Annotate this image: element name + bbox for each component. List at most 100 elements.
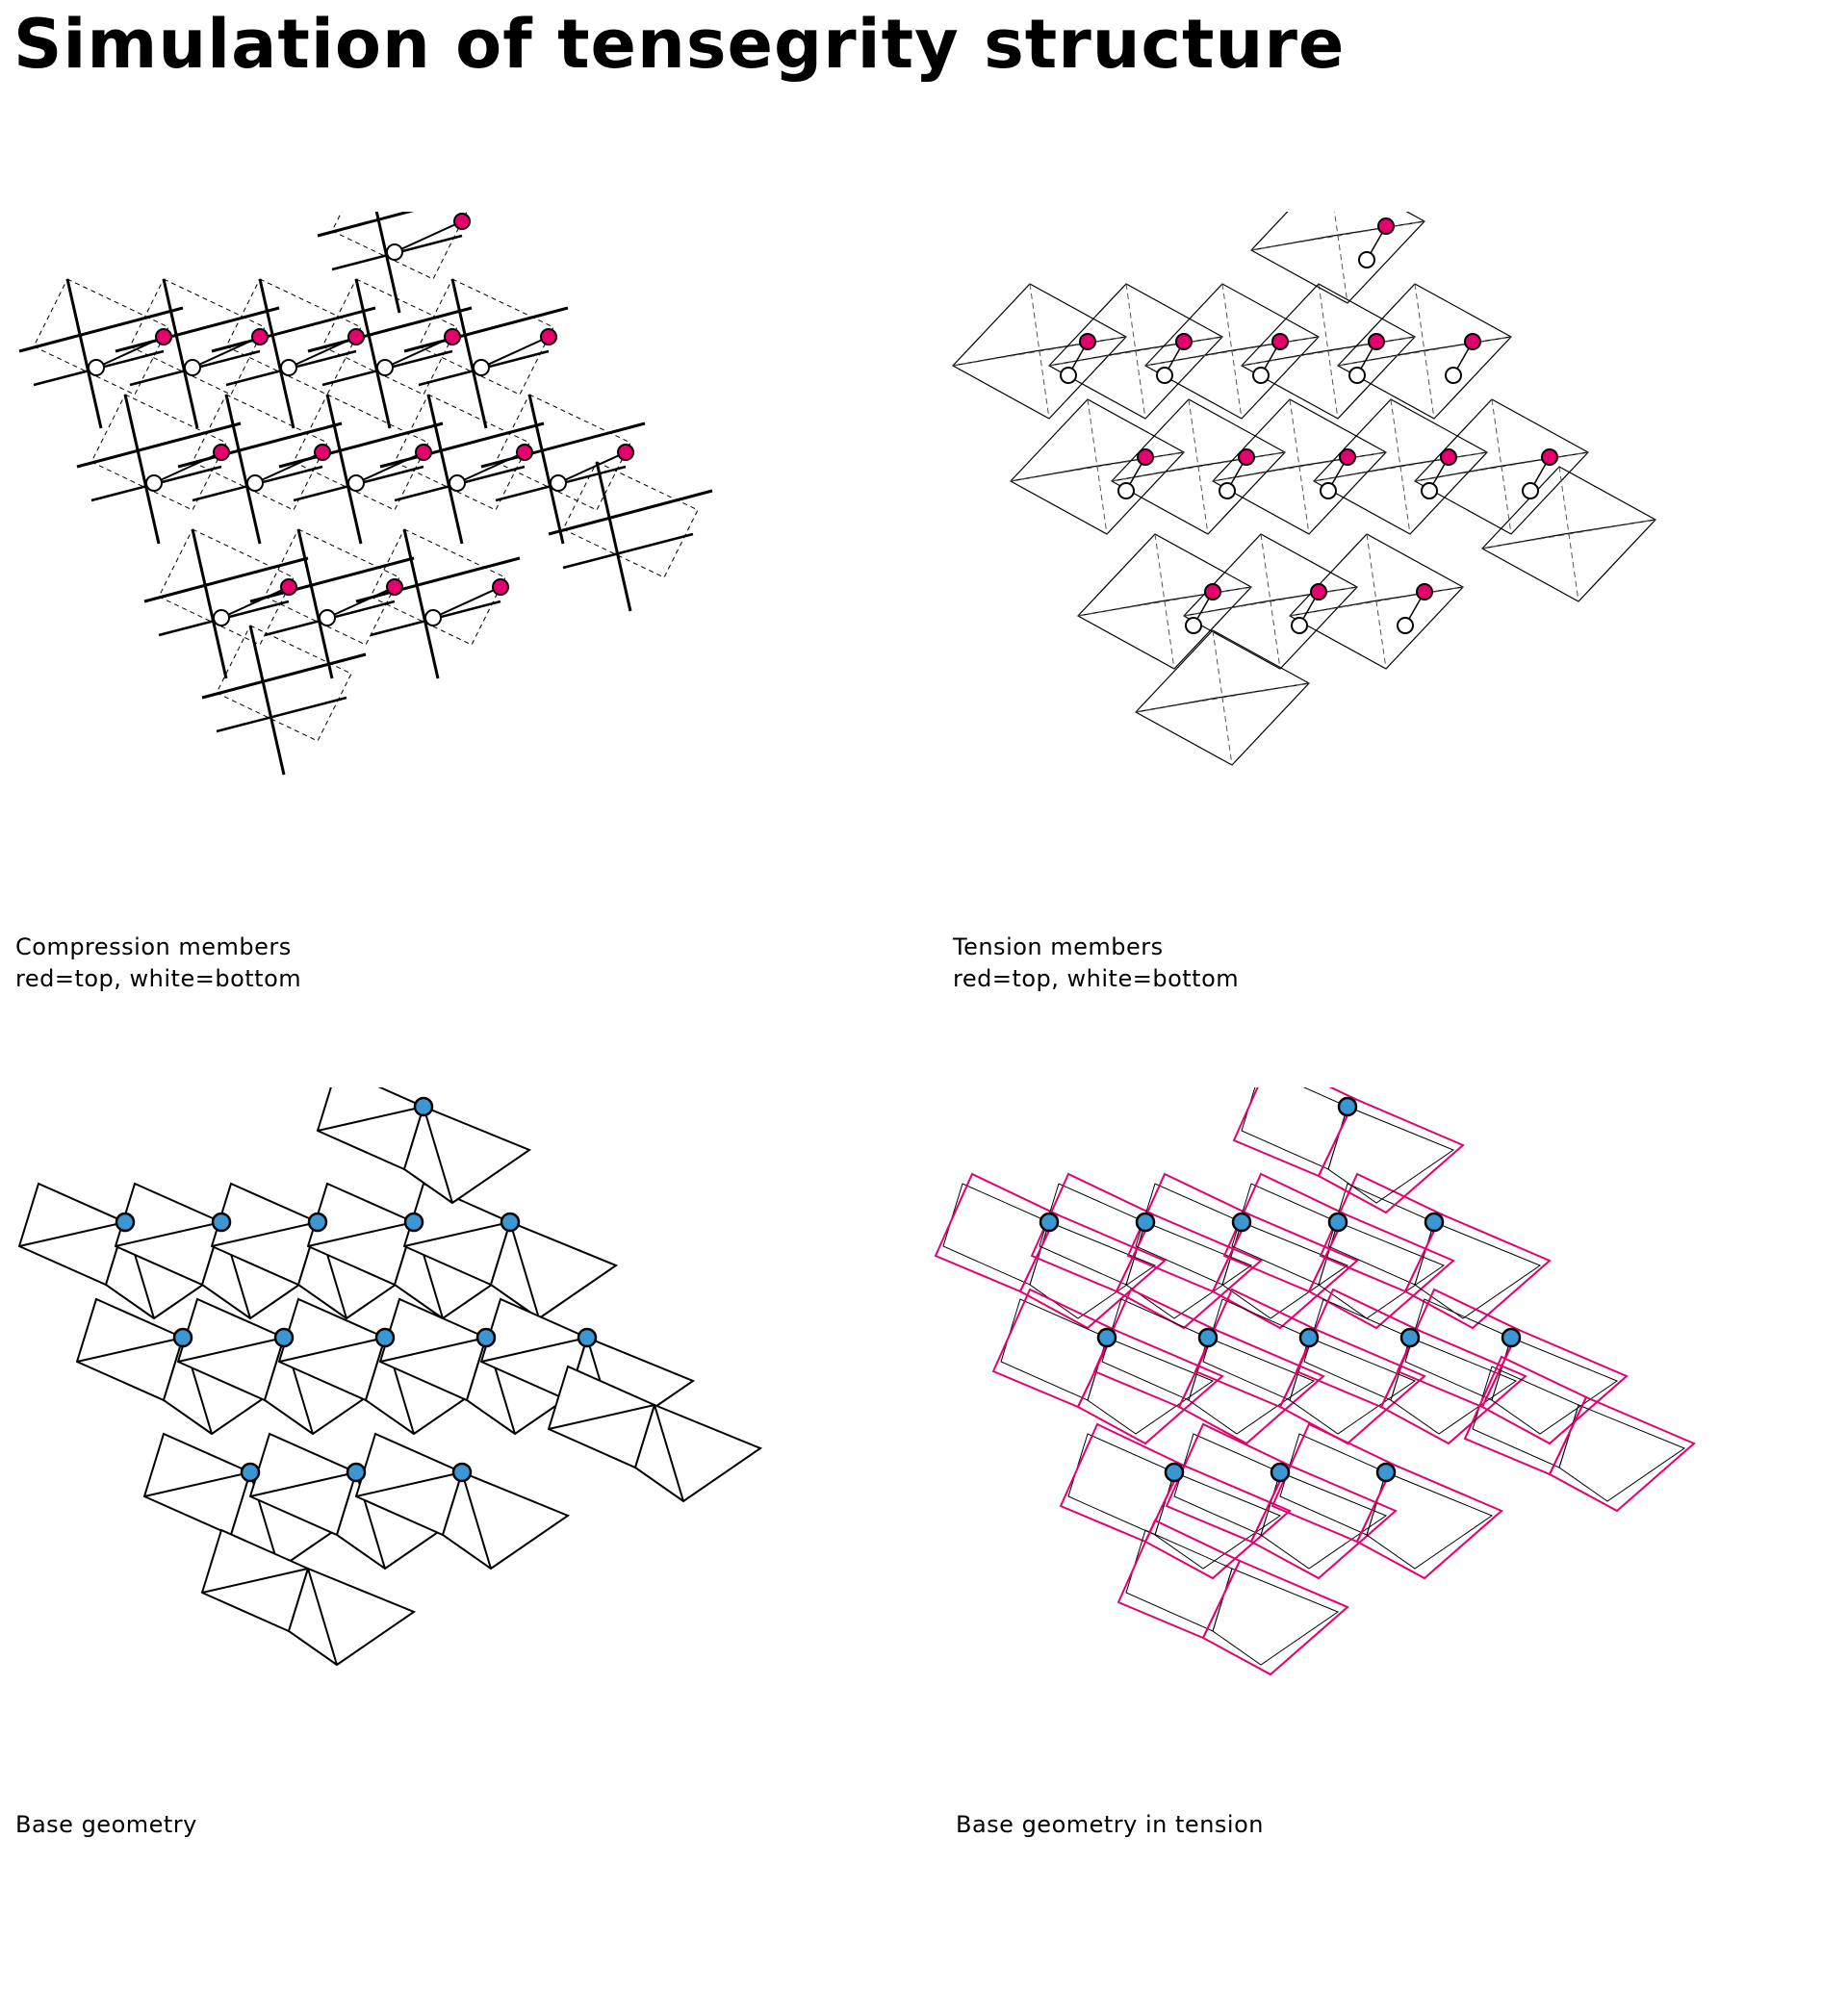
base-plate xyxy=(942,1183,1050,1286)
compression-strut xyxy=(595,461,632,612)
compression-strut xyxy=(224,394,262,545)
tension-cable xyxy=(370,528,506,646)
fold-edge xyxy=(143,1471,251,1497)
joint-node xyxy=(1337,1096,1358,1117)
compression-members-diagram xyxy=(18,212,713,776)
base-plate xyxy=(1231,1183,1339,1286)
bottom-node xyxy=(1117,482,1135,499)
bottom-node xyxy=(1185,617,1202,634)
hidden-edge xyxy=(1077,586,1252,617)
hidden-edge xyxy=(1414,451,1589,482)
strut-link xyxy=(394,220,463,253)
base-plate xyxy=(1125,1529,1233,1632)
tensioned-outline xyxy=(1270,1422,1396,1544)
joint-node xyxy=(413,1096,434,1117)
joint-node xyxy=(475,1327,497,1348)
strut-link xyxy=(456,451,526,484)
tensioned-outline xyxy=(1126,1172,1251,1293)
base-geometry-caption: Base geometry xyxy=(15,1809,197,1841)
base-plate xyxy=(1067,1433,1175,1536)
compression-strut xyxy=(211,306,376,353)
tension-cable xyxy=(158,528,295,646)
top-node xyxy=(444,328,461,345)
joint-node xyxy=(1327,1212,1348,1233)
tensioned-outline xyxy=(1232,1087,1357,1178)
page-title: Simulation of tensegrity structure xyxy=(13,5,1346,84)
bottom-node xyxy=(1320,482,1337,499)
top-node xyxy=(1079,333,1096,350)
hidden-edge xyxy=(1337,336,1512,367)
joint-node xyxy=(1164,1462,1185,1483)
base-plate xyxy=(1221,1221,1349,1319)
bottom-node xyxy=(319,609,336,626)
tensioned-outline xyxy=(991,1288,1116,1409)
base-plate xyxy=(1318,1221,1446,1319)
joint-node xyxy=(1399,1327,1421,1348)
compression-strut xyxy=(76,421,242,469)
bottom-node xyxy=(1445,367,1462,384)
joint-node xyxy=(1501,1327,1522,1348)
joint-node xyxy=(1096,1327,1117,1348)
caption-title: Compression members xyxy=(15,933,292,960)
strut-link xyxy=(192,336,261,369)
top-node xyxy=(1204,583,1221,600)
compression-strut xyxy=(355,556,521,603)
base-plate xyxy=(1327,1183,1435,1286)
base-plate xyxy=(1101,1298,1209,1401)
fold-edge xyxy=(461,1471,492,1570)
top-node xyxy=(492,578,509,596)
bottom-node xyxy=(246,474,264,492)
compression-strut xyxy=(248,625,286,776)
bottom-node xyxy=(449,474,466,492)
compression-strut xyxy=(191,528,228,679)
base-geometry-diagram xyxy=(17,1087,763,1667)
base-plate xyxy=(1472,1366,1579,1468)
base-plate xyxy=(1029,1221,1157,1319)
hidden-edge xyxy=(1183,586,1358,617)
compression-strut xyxy=(162,278,199,429)
tension-cable xyxy=(192,394,328,511)
compression-strut xyxy=(317,212,415,238)
base-plate xyxy=(1125,1221,1253,1319)
base-geometry-panel xyxy=(0,1087,914,1992)
tensioned-outline xyxy=(1319,1172,1444,1293)
fold-edge xyxy=(509,1221,540,1319)
tensioned-outline xyxy=(1307,1213,1455,1330)
bottom-node xyxy=(1522,482,1539,499)
tensioned-outline xyxy=(934,1172,1059,1293)
fold-edge xyxy=(307,1221,415,1247)
compression-strut xyxy=(143,556,309,603)
tension-cable xyxy=(418,278,554,396)
hidden-edge xyxy=(1481,519,1656,549)
bottom-node xyxy=(347,474,365,492)
compression-strut xyxy=(216,696,347,733)
compression-strut xyxy=(18,306,184,353)
top-node xyxy=(453,213,471,230)
fold-edge xyxy=(423,1106,453,1204)
caption-title: Tension members xyxy=(953,933,1164,960)
strut-link xyxy=(355,451,424,484)
base-plate xyxy=(1202,1298,1310,1401)
fold-edge xyxy=(177,1337,285,1363)
tensioned-outline xyxy=(1030,1172,1155,1293)
bottom-node xyxy=(1348,367,1366,384)
compression-strut xyxy=(123,394,161,545)
base-plate xyxy=(1212,1568,1340,1666)
base-plate xyxy=(1390,1337,1518,1435)
base-geometry-in-tension-diagram xyxy=(934,1087,1696,1676)
tension-cable xyxy=(321,278,458,396)
bottom-node xyxy=(376,359,394,376)
base-plate xyxy=(1303,1298,1411,1401)
base-plate xyxy=(633,1403,763,1503)
strut-link xyxy=(557,451,627,484)
top-node xyxy=(415,444,432,461)
top-node xyxy=(1440,448,1457,466)
tension-members-caption: Tension members red=top, white=bottom xyxy=(953,932,1239,995)
tension-cable xyxy=(90,394,227,511)
base-plate xyxy=(1260,1471,1388,1570)
fold-edge xyxy=(403,1221,511,1247)
joint-node xyxy=(1231,1212,1252,1233)
tension-members-panel xyxy=(924,212,1838,1116)
base-plate xyxy=(1327,1106,1455,1204)
compression-strut xyxy=(548,489,713,536)
